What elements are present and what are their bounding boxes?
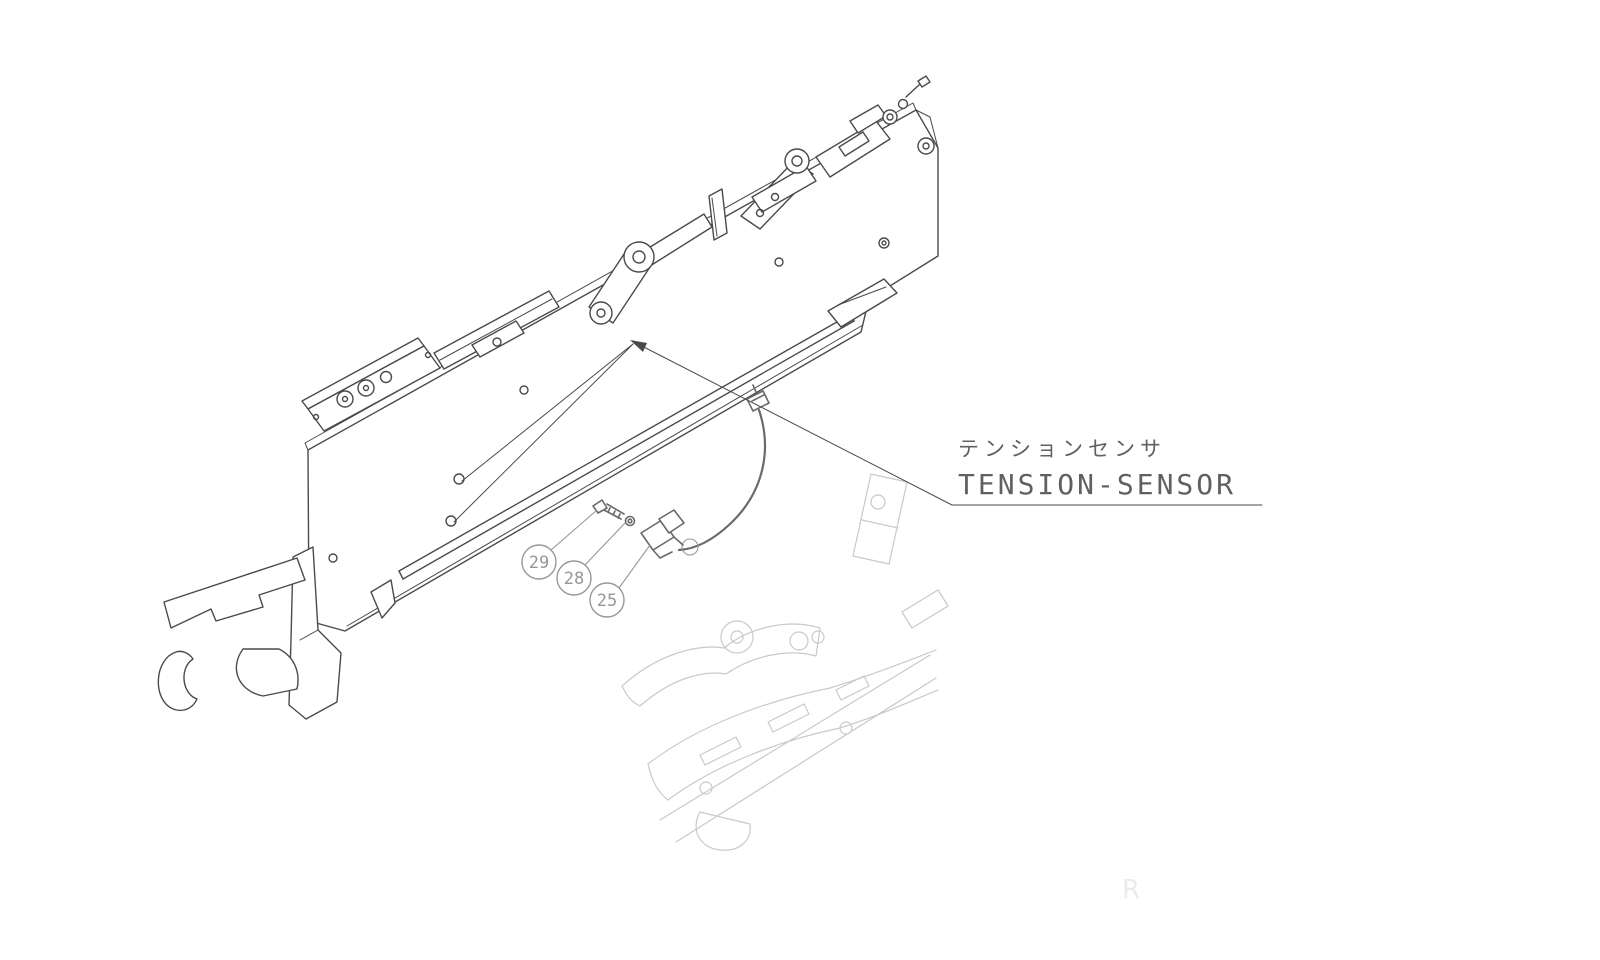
- watermark: R: [1122, 875, 1140, 905]
- label-group: テンションセンサ TENSION-SENSOR: [951, 437, 1263, 506]
- screw-hole: [328, 553, 338, 563]
- part-name-japanese: テンションセンサ: [958, 437, 1166, 461]
- callout-balloon-29: [521, 544, 557, 580]
- tension-sensor-parts: [592, 384, 770, 559]
- boss: [336, 390, 354, 408]
- curved-link: [235, 648, 299, 697]
- handle-hook: [157, 650, 198, 712]
- sensor-screw: [592, 499, 625, 520]
- sensor-cable: [677, 408, 766, 552]
- pivot-small: [589, 301, 613, 325]
- screw-hole: [878, 237, 890, 249]
- reference-line-a: [461, 343, 634, 482]
- callout-leader-28: [584, 522, 626, 566]
- faded-body-edge: [647, 649, 937, 765]
- label-leader-line: [635, 342, 953, 506]
- feeder-unit-drawing: [157, 75, 939, 720]
- screw-hole: [445, 515, 457, 527]
- right-lever-cluster: [740, 148, 817, 230]
- faded-background-unit: R: [621, 473, 1140, 905]
- callout-balloon-28: [556, 560, 592, 596]
- pointer-lines: [453, 340, 953, 523]
- index-pin: [905, 83, 921, 98]
- handle-lever: [163, 557, 306, 629]
- boss: [357, 379, 375, 397]
- plate-top-face: [304, 102, 917, 451]
- callout-balloon-25: [589, 582, 625, 618]
- mid-cover-plate: [433, 290, 560, 370]
- handle-assembly: [157, 546, 396, 720]
- sensor-washer: [624, 515, 636, 527]
- guide-post: [708, 188, 728, 241]
- callout-number-29: 29: [529, 553, 549, 573]
- pivot-large: [623, 241, 655, 273]
- left-top-block: [301, 337, 441, 432]
- screw-hole: [774, 257, 784, 267]
- arrow-head: [630, 340, 647, 352]
- lever-pivot: [784, 148, 810, 174]
- boss: [379, 370, 393, 384]
- faded-pivot-large: [720, 620, 754, 654]
- reference-line-b: [453, 343, 634, 523]
- screw-hole: [519, 385, 529, 395]
- callout-number-25: 25: [597, 591, 617, 611]
- rear-foot: [827, 278, 898, 328]
- callouts: 29 28 25: [521, 509, 651, 618]
- part-name-english: TENSION-SENSOR: [958, 468, 1236, 501]
- callout-leader-25: [618, 544, 651, 589]
- faded-bracket: [852, 473, 908, 565]
- faded-arm-upper: [621, 623, 821, 687]
- center-linkage: [588, 188, 728, 325]
- mid-bracket: [471, 320, 525, 358]
- latch-tab: [370, 579, 396, 619]
- head-cluster: [815, 75, 939, 328]
- callout-number-28: 28: [564, 569, 584, 589]
- callout-leader-29: [550, 509, 598, 551]
